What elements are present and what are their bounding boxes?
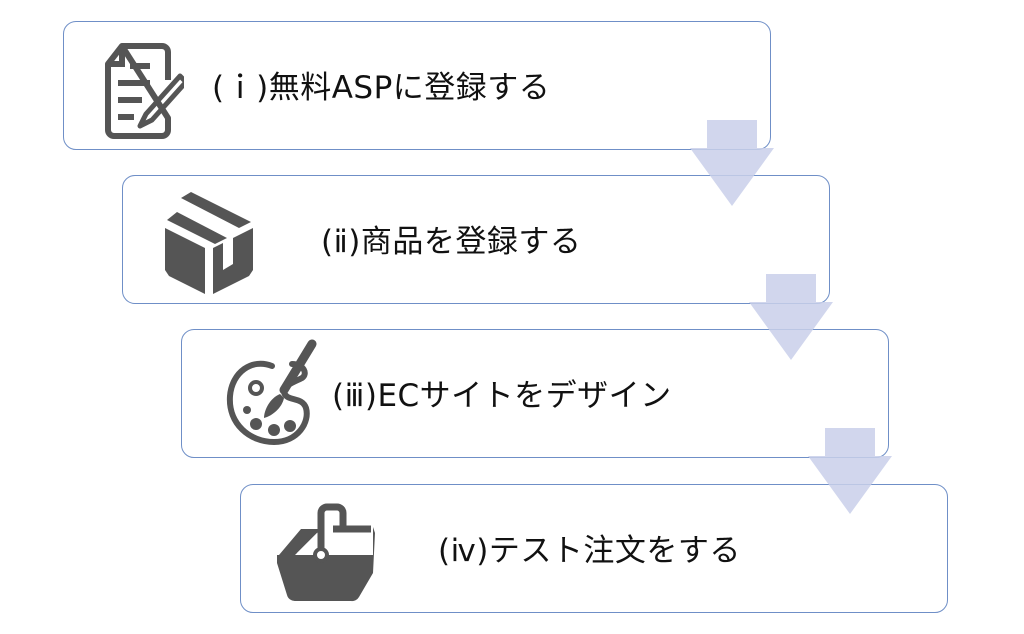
document-edit-icon [105, 43, 184, 139]
down-arrow-icon [749, 274, 833, 360]
step-1-label: (ｉ)無料ASPに登録する [212, 70, 551, 106]
step-3-box: (ⅲ)ECサイトをデザイン [181, 329, 889, 458]
step-1-box: (ｉ)無料ASPに登録する [63, 21, 771, 150]
step-2-label: (ⅱ)商品を登録する [321, 224, 582, 260]
step-2-box: (ⅱ)商品を登録する [122, 175, 830, 304]
down-arrow-icon [808, 428, 892, 514]
package-box-icon [165, 192, 253, 294]
shopping-basket-icon [277, 503, 375, 602]
step-3-label: (ⅲ)ECサイトをデザイン [332, 378, 672, 414]
paint-palette-icon [226, 339, 317, 446]
down-arrow-icon [690, 120, 774, 206]
step-4-box: (ⅳ)テスト注文をする [240, 484, 948, 613]
step-4-label: (ⅳ)テスト注文をする [438, 533, 741, 569]
